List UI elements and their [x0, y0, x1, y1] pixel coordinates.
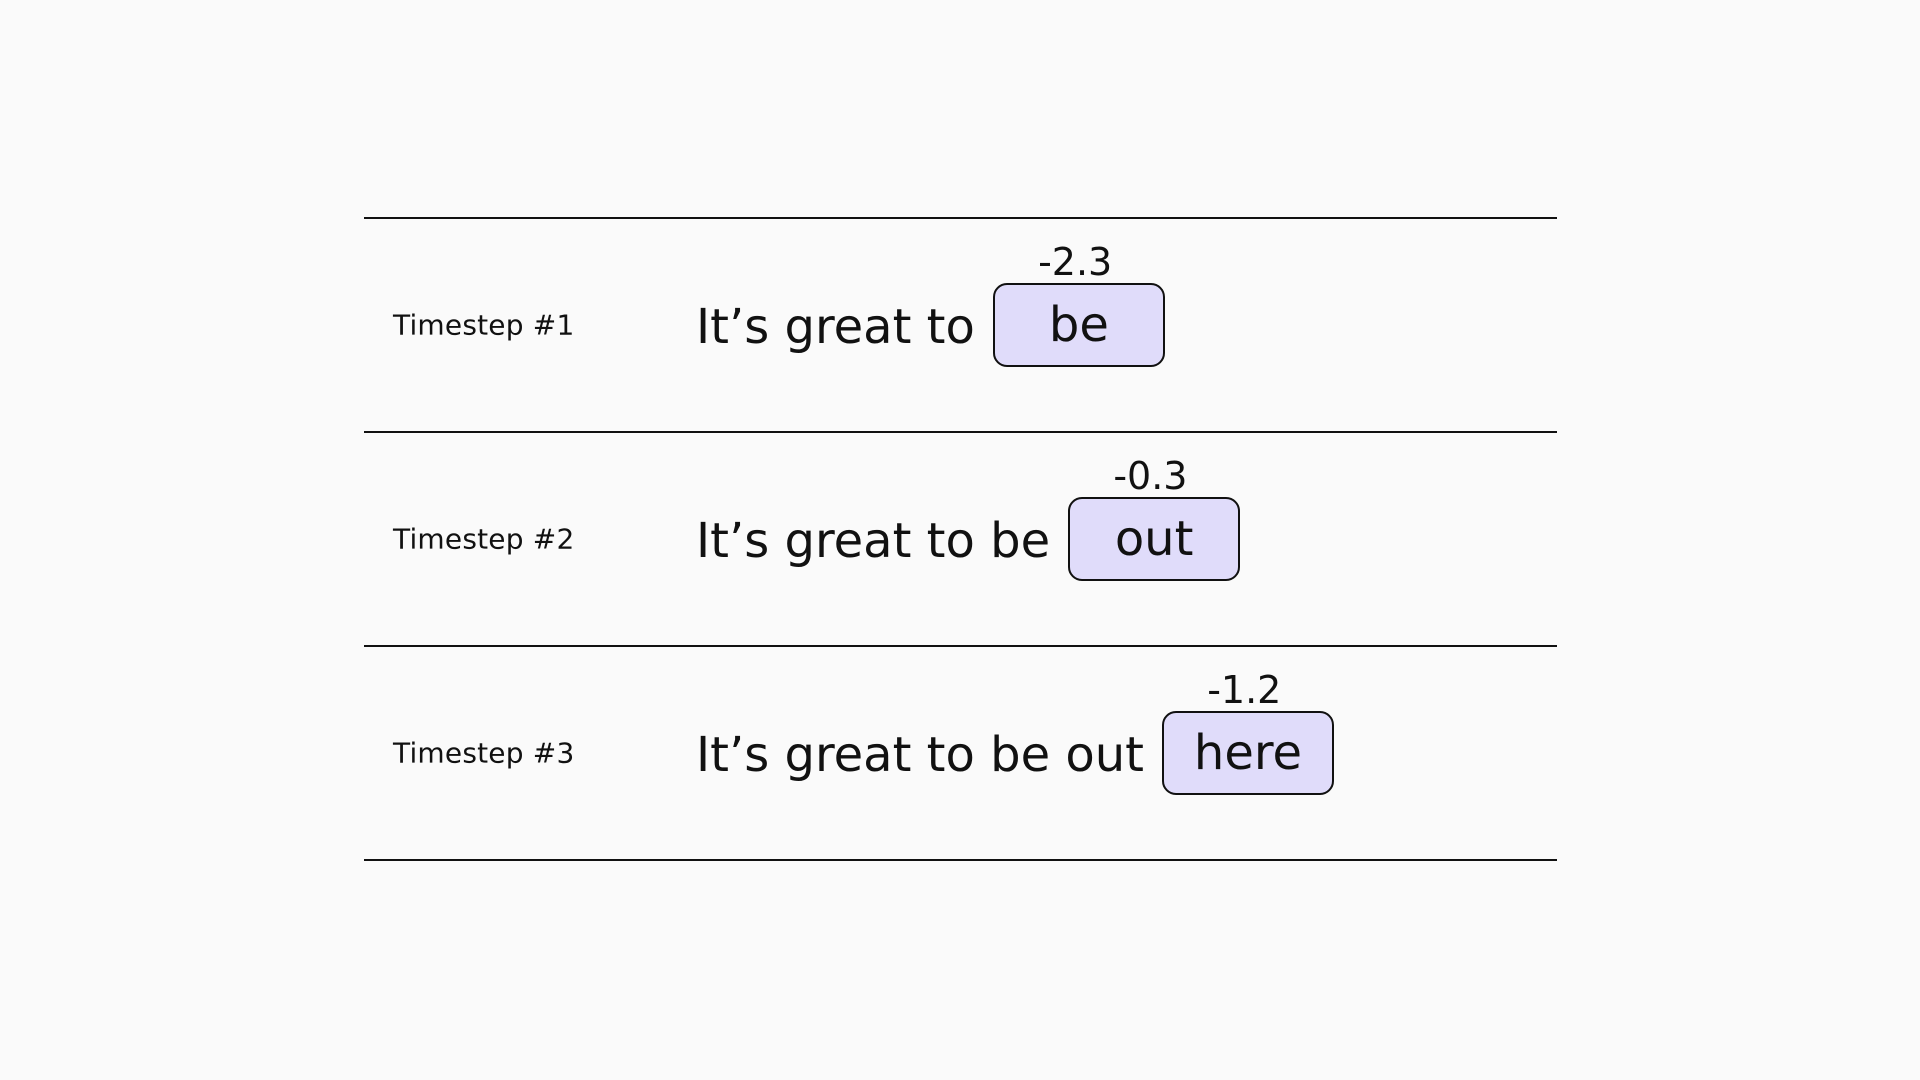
- token-group: -0.3 out: [1068, 457, 1241, 581]
- token-score: -2.3: [1038, 240, 1113, 284]
- timestep-table: Timestep #1 It’s great to -2.3 be Timest…: [364, 217, 1557, 861]
- timestep-row-2: Timestep #2 It’s great to be -0.3 out: [364, 433, 1557, 647]
- predicted-token: here: [1161, 711, 1334, 795]
- sentence-prefix: It’s great to be out: [696, 727, 1144, 783]
- sentence: It’s great to -2.3 be: [696, 243, 1165, 367]
- token-score: -0.3: [1113, 454, 1188, 498]
- predicted-token: be: [992, 283, 1165, 367]
- sentence: It’s great to be out -1.2 here: [696, 671, 1334, 795]
- predicted-token: out: [1068, 497, 1241, 581]
- sentence-prefix: It’s great to: [696, 299, 975, 355]
- timestep-label: Timestep #1: [393, 308, 575, 342]
- sentence: It’s great to be -0.3 out: [696, 457, 1241, 581]
- token-group: -2.3 be: [992, 243, 1165, 367]
- timestep-row-1: Timestep #1 It’s great to -2.3 be: [364, 219, 1557, 433]
- timestep-label: Timestep #2: [393, 522, 575, 556]
- token-group: -1.2 here: [1161, 671, 1334, 795]
- token-score: -1.2: [1207, 668, 1282, 712]
- timestep-label: Timestep #3: [393, 736, 575, 770]
- timestep-row-3: Timestep #3 It’s great to be out -1.2 he…: [364, 647, 1557, 861]
- sentence-prefix: It’s great to be: [696, 513, 1051, 569]
